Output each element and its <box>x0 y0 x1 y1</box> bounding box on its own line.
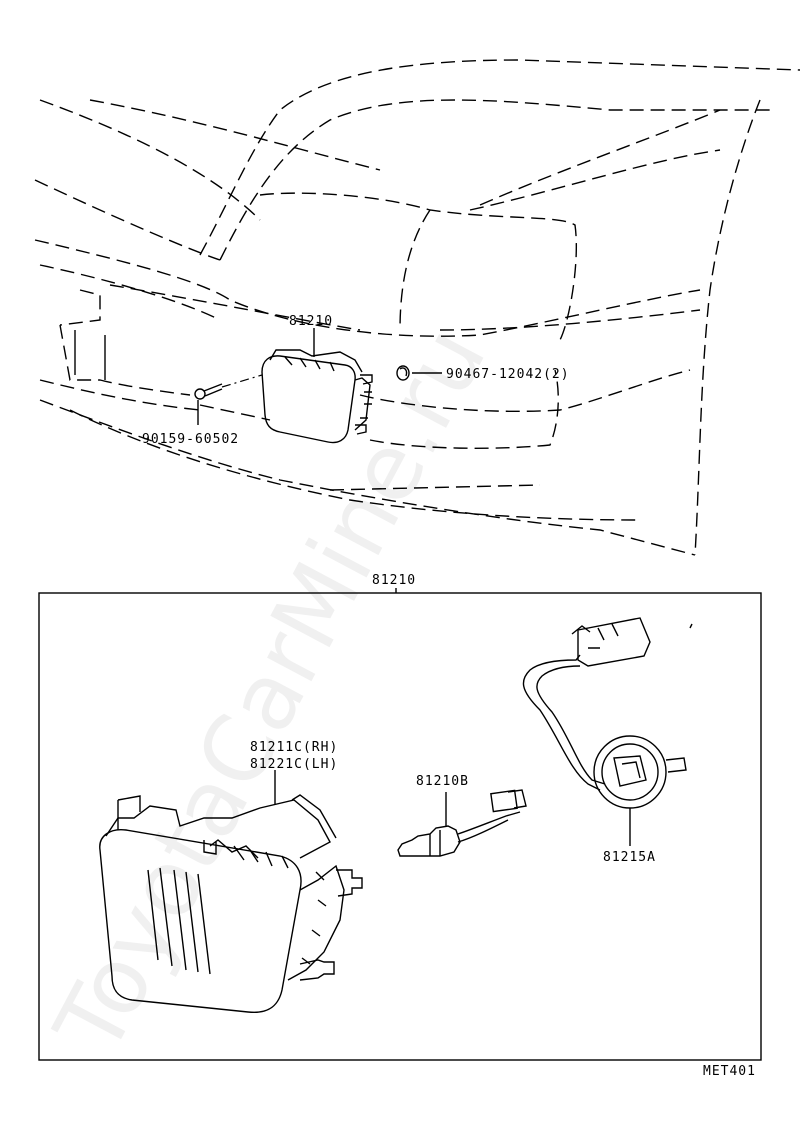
bulb-part <box>397 789 527 857</box>
label-socket: 81215A <box>603 850 656 865</box>
socket-part <box>522 617 693 809</box>
label-bulb: 81210B <box>416 774 469 789</box>
car-front-outline <box>34 59 800 556</box>
label-screw: 90159-60502 <box>142 432 239 447</box>
clip-part <box>396 365 410 381</box>
label-lens-lh: 81221C(LH) <box>250 757 338 772</box>
diagram-code: MET401 <box>703 1064 756 1079</box>
assembly-frame <box>38 592 762 1061</box>
label-clip: 90467-12042(2) <box>446 367 570 382</box>
label-assembly-box: 81210 <box>372 573 416 588</box>
label-assembly-top: 81210 <box>289 314 333 329</box>
screw-part <box>194 374 263 400</box>
fog-lamp-small <box>261 349 373 444</box>
label-lens-rh: 81211C(RH) <box>250 740 338 755</box>
fog-lamp-large <box>99 794 363 1014</box>
